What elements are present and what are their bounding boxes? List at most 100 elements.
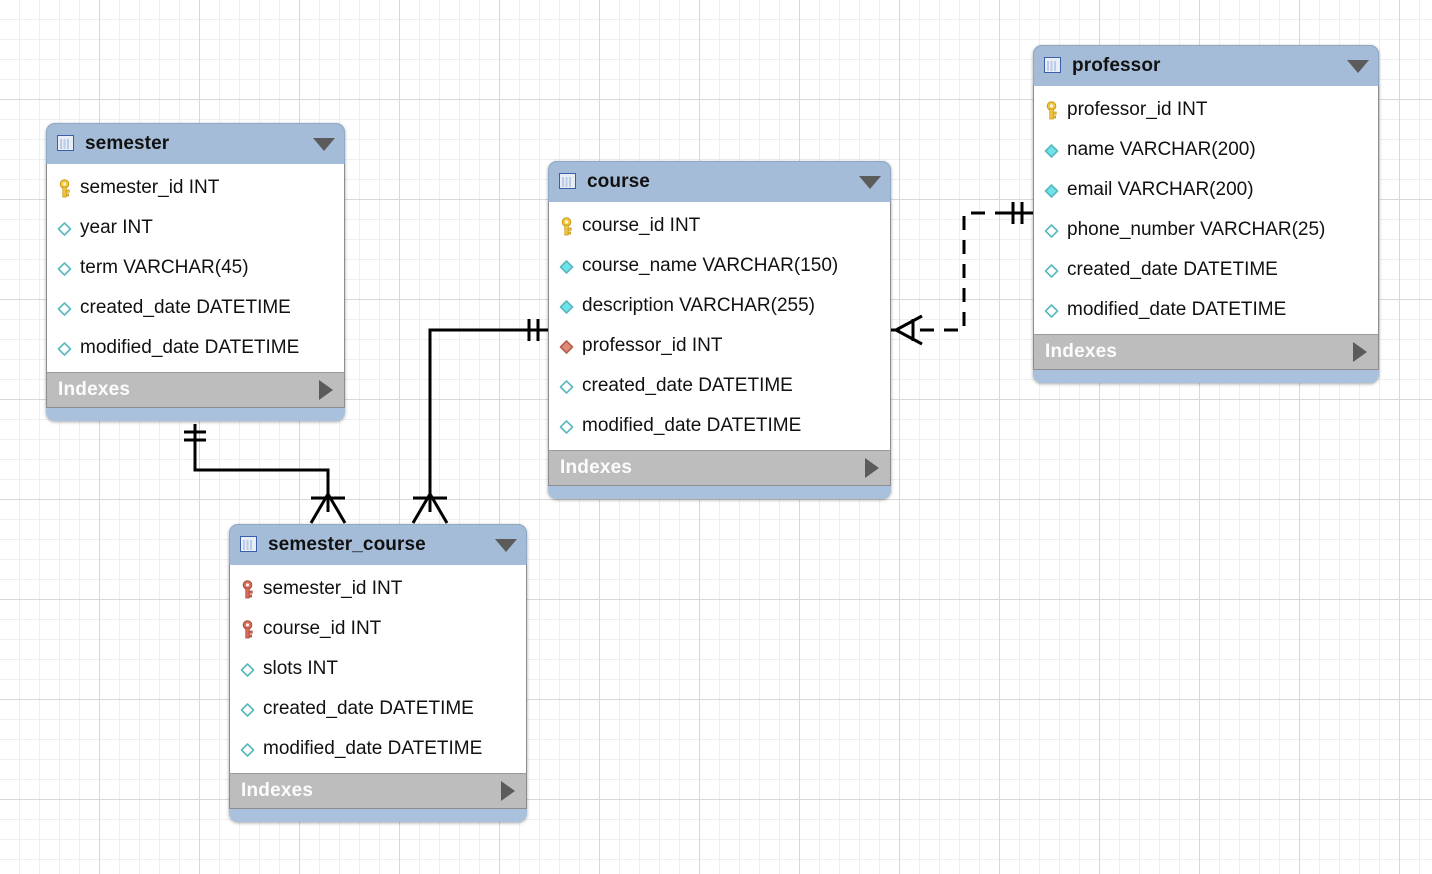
hollow-diamond-icon [56, 259, 73, 278]
filled-diamond-icon [558, 257, 575, 276]
table-professor[interactable]: professor professor_id INT name VARCHAR(20… [1033, 45, 1379, 383]
relationship-semester-semester_course[interactable] [184, 424, 347, 524]
column-label: created_date DATETIME [263, 698, 474, 719]
table-row[interactable]: phone_number VARCHAR(25) [1034, 210, 1378, 250]
column-label: year INT [80, 217, 153, 238]
column-label: modified_date DATETIME [263, 738, 483, 759]
chevron-down-icon[interactable] [495, 538, 517, 552]
table-row[interactable]: professor_id INT [549, 326, 890, 366]
table-row[interactable]: course_id INT [549, 206, 890, 246]
filled-diamond-icon [558, 297, 575, 316]
indexes-section-semester[interactable]: Indexes [46, 372, 345, 408]
table-row[interactable]: modified_date DATETIME [47, 328, 344, 368]
column-label: course_id INT [263, 618, 382, 639]
hollow-diamond-icon [239, 700, 256, 719]
hollow-diamond-icon [239, 740, 256, 759]
column-list-professor: professor_id INT name VARCHAR(200) email V… [1033, 86, 1379, 334]
hollow-diamond-icon [1043, 301, 1060, 320]
table-row[interactable]: semester_id INT [47, 168, 344, 208]
table-header-semester[interactable]: semester [46, 123, 345, 164]
indexes-label: Indexes [560, 457, 633, 478]
table-name-semester: semester [85, 133, 170, 154]
table-row[interactable]: modified_date DATETIME [1034, 290, 1378, 330]
chevron-right-icon[interactable] [319, 380, 333, 400]
indexes-section-professor[interactable]: Indexes [1033, 334, 1379, 370]
column-label: professor_id INT [1067, 99, 1208, 120]
indexes-label: Indexes [241, 780, 314, 801]
indexes-section-course[interactable]: Indexes [548, 450, 891, 486]
table-icon [240, 536, 259, 554]
column-list-course: course_id INT course_name VARCHAR(150) des… [548, 202, 891, 450]
column-label: email VARCHAR(200) [1067, 179, 1254, 200]
hollow-diamond-icon [56, 339, 73, 358]
table-row[interactable]: term VARCHAR(45) [47, 248, 344, 288]
table-row[interactable]: slots INT [230, 649, 526, 689]
chevron-down-icon[interactable] [313, 137, 335, 151]
table-row[interactable]: created_date DATETIME [230, 689, 526, 729]
column-label: modified_date DATETIME [80, 337, 300, 358]
column-label: created_date DATETIME [80, 297, 291, 318]
column-list-semester: semester_id INT year INT term VARCHAR(45) c… [46, 164, 345, 372]
table-icon [57, 135, 76, 153]
column-label: name VARCHAR(200) [1067, 139, 1256, 160]
table-row[interactable]: email VARCHAR(200) [1034, 170, 1378, 210]
indexes-label: Indexes [1045, 341, 1118, 362]
indexes-label: Indexes [58, 379, 131, 400]
hollow-diamond-icon [558, 417, 575, 436]
column-label: created_date DATETIME [582, 375, 793, 396]
relationship-course-semester_course[interactable] [411, 319, 548, 524]
table-row[interactable]: modified_date DATETIME [549, 406, 890, 446]
red-key-icon [239, 619, 256, 639]
table-icon [559, 173, 578, 191]
table-row[interactable]: created_date DATETIME [1034, 250, 1378, 290]
table-row[interactable]: name VARCHAR(200) [1034, 130, 1378, 170]
chevron-down-icon[interactable] [859, 175, 881, 189]
table-row[interactable]: semester_id INT [230, 569, 526, 609]
hollow-diamond-icon [1043, 221, 1060, 240]
hollow-diamond-icon [56, 299, 73, 318]
column-label: semester_id INT [80, 177, 220, 198]
red-diamond-icon [558, 337, 575, 356]
chevron-right-icon[interactable] [1353, 342, 1367, 362]
table-row[interactable]: course_name VARCHAR(150) [549, 246, 890, 286]
table-course[interactable]: course course_id INT course_name VARCHAR(1… [548, 161, 891, 499]
table-row[interactable]: created_date DATETIME [549, 366, 890, 406]
table-semester[interactable]: semester semester_id INT year INT term VARC… [46, 123, 345, 421]
filled-diamond-icon [1043, 181, 1060, 200]
relationship-professor-course[interactable] [891, 202, 1033, 346]
filled-diamond-icon [1043, 141, 1060, 160]
yellow-key-icon [56, 178, 73, 198]
yellow-key-icon [558, 216, 575, 236]
hollow-diamond-icon [1043, 261, 1060, 280]
column-label: description VARCHAR(255) [582, 295, 816, 316]
table-name-semester_course: semester_course [268, 534, 426, 555]
column-label: professor_id INT [582, 335, 723, 356]
column-label: modified_date DATETIME [1067, 299, 1287, 320]
table-header-semester_course[interactable]: semester_course [229, 524, 527, 565]
column-label: phone_number VARCHAR(25) [1067, 219, 1326, 240]
column-label: course_name VARCHAR(150) [582, 255, 839, 276]
table-row[interactable]: year INT [47, 208, 344, 248]
chevron-right-icon[interactable] [865, 458, 879, 478]
column-label: created_date DATETIME [1067, 259, 1278, 280]
table-header-professor[interactable]: professor [1033, 45, 1379, 86]
hollow-diamond-icon [239, 660, 256, 679]
table-row[interactable]: modified_date DATETIME [230, 729, 526, 769]
chevron-right-icon[interactable] [501, 781, 515, 801]
column-label: course_id INT [582, 215, 701, 236]
table-semester_course[interactable]: semester_course semester_id INT course_id … [229, 524, 527, 822]
table-row[interactable]: course_id INT [230, 609, 526, 649]
table-row[interactable]: created_date DATETIME [47, 288, 344, 328]
table-row[interactable]: professor_id INT [1034, 90, 1378, 130]
table-header-course[interactable]: course [548, 161, 891, 202]
indexes-section-semester_course[interactable]: Indexes [229, 773, 527, 809]
red-key-icon [239, 579, 256, 599]
table-row[interactable]: description VARCHAR(255) [549, 286, 890, 326]
hollow-diamond-icon [56, 219, 73, 238]
column-label: semester_id INT [263, 578, 403, 599]
table-icon [1044, 57, 1063, 75]
column-list-semester_course: semester_id INT course_id INT slots INT cre… [229, 565, 527, 773]
chevron-down-icon[interactable] [1347, 59, 1369, 73]
yellow-key-icon [1043, 100, 1060, 120]
